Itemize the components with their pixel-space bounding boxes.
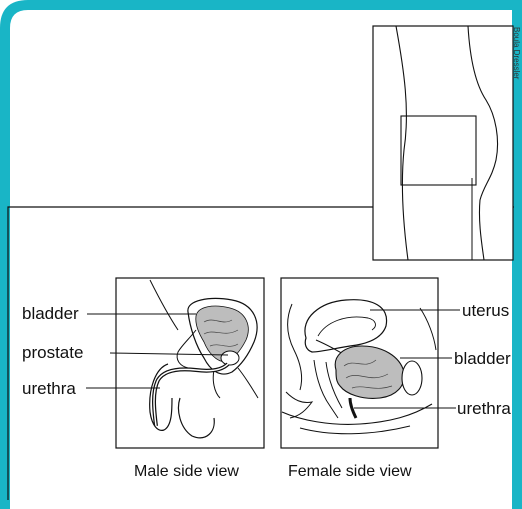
label-male-urethra: urethra — [22, 380, 76, 397]
label-female-bladder: bladder — [454, 350, 511, 367]
body-silhouette-inset — [373, 26, 513, 260]
label-male-bladder: bladder — [22, 305, 79, 322]
illustrator-credit: Boula Dressler — [512, 27, 521, 79]
caption-male-side-view: Male side view — [134, 464, 239, 480]
male-prostate — [221, 351, 239, 365]
label-female-urethra: urethra — [457, 400, 511, 417]
caption-female-side-view: Female side view — [288, 464, 412, 480]
female-panel — [281, 278, 438, 448]
male-panel — [116, 278, 264, 448]
label-male-prostate: prostate — [22, 344, 83, 361]
label-female-uterus: uterus — [462, 302, 509, 319]
